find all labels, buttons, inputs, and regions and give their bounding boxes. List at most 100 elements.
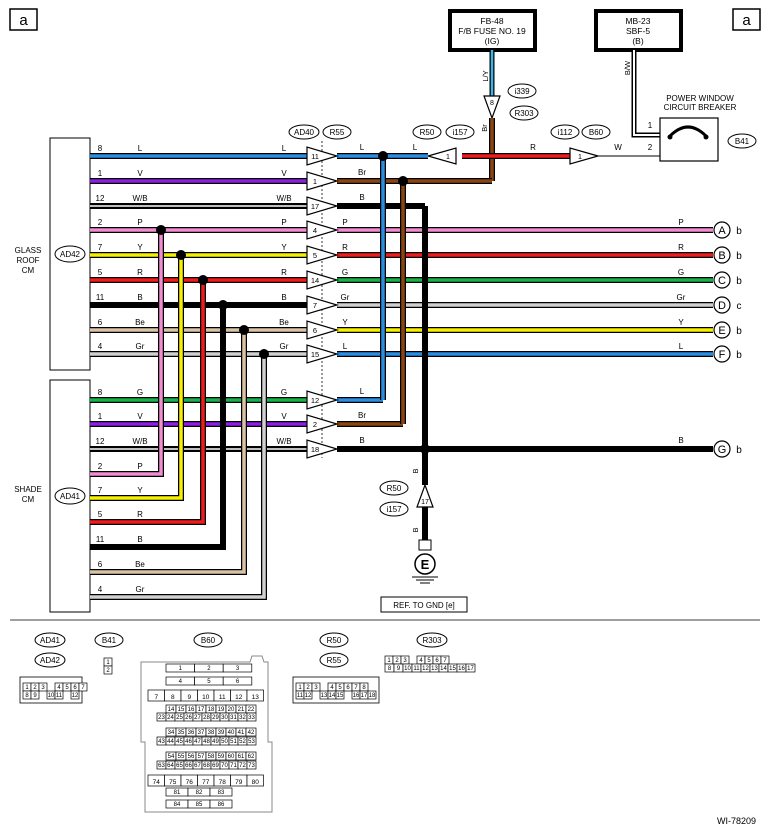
legend-r-top-num-1: 1 [298,685,302,691]
terminal-ref-glass-8: b [736,350,742,361]
legend-b60-row0-num-3: 3 [236,666,240,672]
connector-i157-label: i157 [452,128,468,137]
wire-vertical-be-4 [90,330,246,574]
legend-ad-bot-num-12: 12 [72,693,79,699]
legend-ad-bot-num-11: 11 [56,693,63,699]
legend-r-bot-cell-15 [335,690,345,700]
connector-i112-pin: 1 [578,154,582,161]
figure-id: WI-78209 [717,816,756,826]
shade-wire-color-4: Y [137,486,143,495]
legend-b41-top-num-1: 1 [106,660,110,666]
glass-wire-color-1: V [137,169,143,178]
legend-b60-row4-num-23: 23 [158,715,165,721]
legend-b60-row10-cell-83 [209,787,233,797]
connector-r50-pin: 1 [446,154,450,161]
legend-b60-row5-cell-42 [245,727,257,737]
legend-b60-row6-num-46: 46 [185,739,192,745]
wire-vertical-gr-5 [90,354,266,599]
glass-pin-3: 2 [98,218,103,227]
glass-wire-color-2: W/B [132,194,147,203]
shade-label-2: CM [22,495,35,504]
legend-b60-row6-num-47: 47 [194,739,201,745]
legend-b60-row4-num-26: 26 [185,715,192,721]
terminal-glass-6 [713,296,731,314]
legend-b41-tag [94,632,124,648]
connector-ad40-label: AD40 [294,128,315,137]
legend-b60-row8-num-63: 63 [158,763,165,769]
legend-ad-top-cell-3 [38,682,48,692]
legend-r303-top-num-7: 7 [443,658,447,664]
breaker-contact-right [703,134,709,140]
glass-far-color-5: G [678,268,684,277]
shade-pin-2: 12 [96,437,105,446]
connector-i339-tag [507,83,537,99]
sbf-box-line1: MB-23 [625,16,650,26]
wire-vertical-b-3-outline [90,305,226,550]
legend-b60: B60 [201,636,216,645]
wire-label-r-top: R [530,143,536,152]
legend-r303-bot-num-8: 8 [388,666,392,672]
legend-r-top-num-5: 5 [338,685,342,691]
connector-i112-label: i112 [558,128,573,137]
legend-b60-row8-num-67: 67 [194,763,201,769]
terminal-letter-glass-3: A [718,225,726,237]
legend-r50-tag [319,632,349,648]
legend-b60-row9-num-77: 77 [202,779,210,786]
splice-2 [198,275,208,285]
legend-ad-top-num-5: 5 [65,685,69,691]
legend-b60-row2-num-7: 7 [154,694,158,701]
connector-glass-7-pin: 6 [313,326,317,335]
connector-glass-8-pin: 15 [311,350,319,359]
legend-ad-top-num-1: 1 [25,685,29,691]
legend-b60-row7-num-59: 59 [218,754,225,760]
corner-label-right-box [732,8,761,31]
legend-b60-row8-num-64: 64 [167,763,174,769]
connector-b60-tag [581,124,611,140]
shade-label-1: SHADE [14,485,42,494]
legend-ad-top-num-6: 6 [73,685,77,691]
glass-wire-right-color-6: B [281,293,286,302]
legend-b60-row5-num-37: 37 [198,730,205,736]
legend-r303-bot-cell-17 [465,663,476,673]
terminal-letter-glass-7: E [718,325,725,337]
legend-b60-row6-num-51: 51 [230,739,237,745]
glass-out-color-0: L [360,143,365,152]
shade-wire-color-8: Gr [136,585,145,594]
legend-b60-row5-num-38: 38 [208,730,215,736]
connector-r50-tag [412,124,442,140]
glass-wire-right-color-0: L [282,144,287,153]
legend-r303-bot-num-14: 14 [440,666,447,672]
terminal-glass-7 [713,321,731,339]
legend-ad-bot-num-8: 8 [25,693,29,699]
legend-r-bot-num-16: 16 [353,693,360,699]
corner-label-right: a [742,12,751,29]
wire-label-br-vertical: Br [480,124,489,132]
breaker-line1: POWER WINDOW [666,94,734,103]
legend-r-bot-num-14: 14 [329,693,336,699]
ground-i157-tag [379,501,409,517]
legend-r303-bot-num-9: 9 [397,666,401,672]
ground-e-symbol [414,553,436,575]
glass-pin-6: 11 [96,293,105,302]
terminal-ref-glass-3: b [736,226,742,237]
legend-b60-row7-num-55: 55 [178,754,185,760]
terminal-letter-glass-4: B [718,250,725,262]
sbf-box [594,9,683,52]
legend-b60-row4-num-24: 24 [167,715,174,721]
legend-ad-top-num-2: 2 [33,685,37,691]
shade-pin-6: 11 [96,535,105,544]
glass-wire-right-color-1: V [281,169,287,178]
connector-glass-0 [306,146,340,166]
ground-wire-label-lower: B [411,527,420,532]
legend-b60-row2-cell-13 [246,689,264,702]
connector-i112-tag [550,124,580,140]
connector-shade-1 [306,414,340,434]
legend-ad-top-num-4: 4 [57,685,61,691]
legend-b60-row9-num-80: 80 [252,779,260,786]
splice-1 [176,250,186,260]
glass-pin-4: 7 [98,243,103,252]
glass-roof-id-tag [54,245,86,263]
breaker-id: B41 [735,137,750,146]
